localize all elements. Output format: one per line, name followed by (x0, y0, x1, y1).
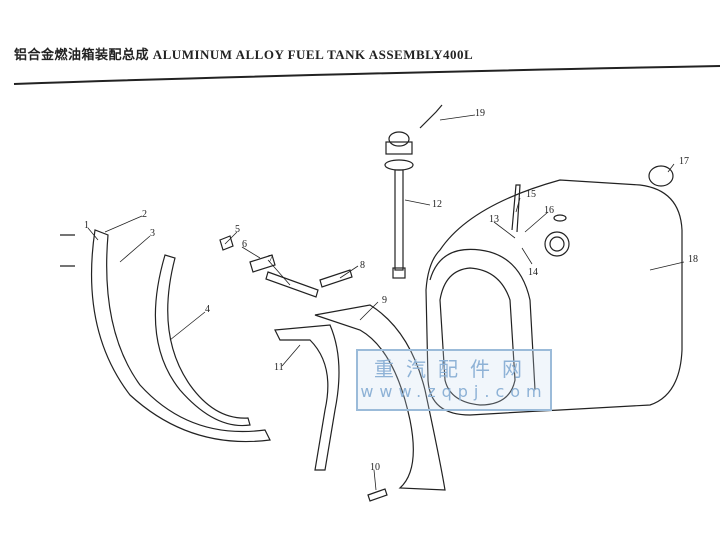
callout-8: 8 (360, 260, 365, 271)
callout-19: 19 (475, 108, 485, 119)
callout-13: 13 (489, 214, 499, 225)
bolts-and-pins (60, 234, 388, 502)
title-underline (13, 65, 720, 85)
callout-1: 1 (84, 220, 89, 231)
fuel-level-sender (384, 131, 414, 279)
callout-10: 10 (370, 462, 380, 473)
callout-14: 14 (528, 267, 538, 278)
callout-7: 7 (268, 254, 273, 265)
callout-4: 4 (205, 304, 210, 315)
watermark-url: www.zqpj.com (360, 382, 548, 401)
watermark-cn: 重汽配件网 (374, 357, 534, 381)
watermark: 重汽配件网 www.zqpj.com (356, 349, 552, 411)
callout-5: 5 (235, 224, 240, 235)
strap-1 (90, 229, 271, 443)
callout-3: 3 (150, 228, 155, 239)
fuel-tank (425, 179, 683, 416)
callout-2: 2 (142, 209, 147, 220)
callout-6: 6 (242, 239, 247, 250)
pipe-15 (511, 184, 521, 233)
callout-16: 16 (544, 205, 554, 216)
strap-11 (274, 324, 340, 471)
leader-lines (87, 114, 685, 491)
callout-12: 12 (432, 199, 442, 210)
page-title: 铝合金燃油箱装配总成 ALUMINUM ALLOY FUEL TANK ASSE… (14, 47, 474, 62)
callout-17: 17 (679, 156, 689, 167)
callout-15: 15 (526, 189, 536, 200)
pipe-19 (419, 104, 443, 129)
callout-11: 11 (274, 362, 284, 373)
strap-4 (154, 254, 251, 427)
callout-labels: 1 2 3 4 5 6 7 8 9 10 11 12 13 14 15 16 1… (84, 108, 698, 491)
callout-9: 9 (382, 295, 387, 306)
cap-17 (648, 165, 674, 187)
callout-18: 18 (688, 254, 698, 265)
